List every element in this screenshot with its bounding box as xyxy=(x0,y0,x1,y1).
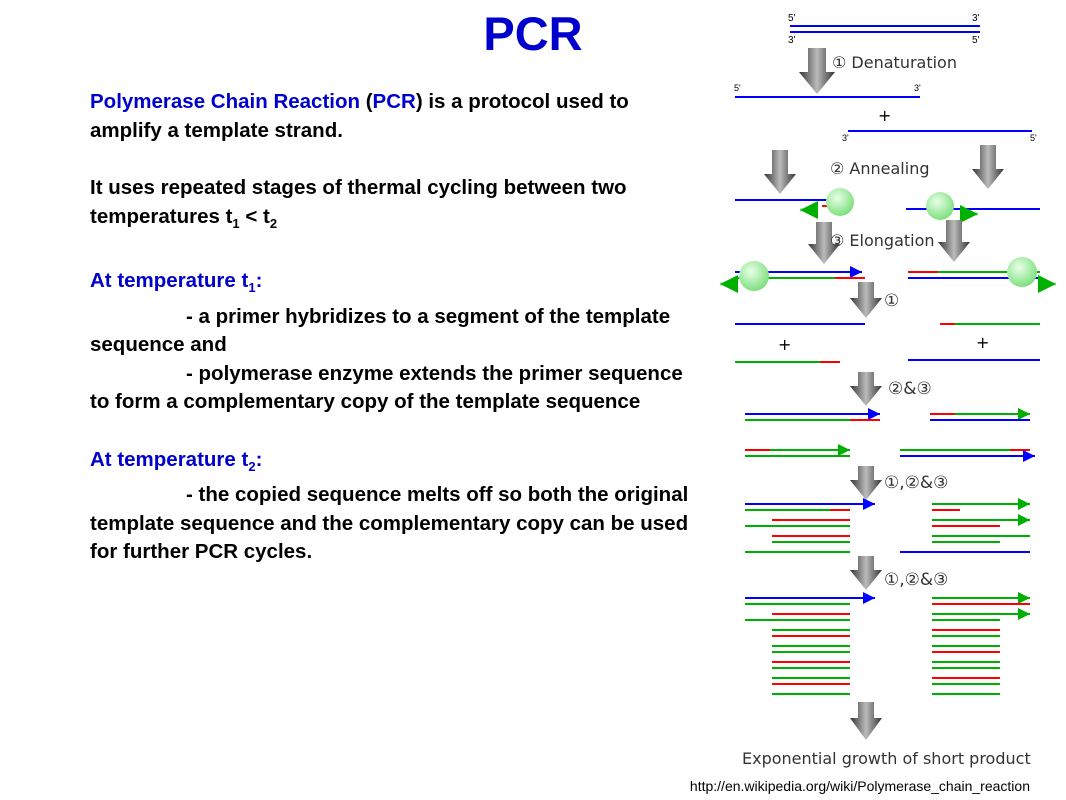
step-extend-text: - polymerase enzyme extends the primer s… xyxy=(90,361,683,414)
at-t2-subscript: 2 xyxy=(248,458,256,474)
label-5prime: 5' xyxy=(788,13,796,24)
label-3prime: 3' xyxy=(914,83,921,93)
cycling-paragraph: It uses repeated stages of thermal cycli… xyxy=(90,174,700,238)
pcr-full-name: Polymerase Chain Reaction xyxy=(90,90,361,113)
at-t1-subscript: 1 xyxy=(248,280,256,296)
pcr-diagram: 5' 3' 3' 5' ① Denaturation 5' 3' + 3' 5'… xyxy=(720,13,1056,768)
polymerase-icon xyxy=(926,192,954,220)
polymerase-icon xyxy=(826,188,854,216)
step-2-3-label: ②&③ xyxy=(888,379,932,399)
elongation-arrow-right xyxy=(938,220,970,262)
cycle1-strands: + + xyxy=(735,323,1040,363)
cycle-arrow xyxy=(850,282,882,318)
elongated-strands xyxy=(720,257,1056,293)
pcr-abbreviation: PCR xyxy=(372,90,416,113)
exponential-growth-label: Exponential growth of short product xyxy=(742,749,1031,768)
cycle-arrow xyxy=(850,556,882,590)
source-link[interactable]: http://en.wikipedia.org/wiki/Polymerase_… xyxy=(689,778,1030,794)
at-t2-colon: : xyxy=(255,447,263,471)
t2-subscript: 2 xyxy=(269,215,278,231)
label-5prime: 5' xyxy=(972,35,980,46)
annealed-strands xyxy=(735,188,1040,223)
cycle-arrow xyxy=(850,466,882,500)
at-t2-label: At temperature t xyxy=(90,447,249,471)
cycle-arrow xyxy=(850,372,882,406)
label-5prime: 5' xyxy=(734,83,741,93)
polymerase-icon xyxy=(739,261,769,291)
step-melt-text: - the copied sequence melts off so both … xyxy=(90,483,689,564)
t1-subscript: 1 xyxy=(232,215,240,231)
label-3prime: 3' xyxy=(972,13,980,24)
paren-open: ( xyxy=(360,90,373,113)
at-t1-heading: At temperature t1: xyxy=(90,267,700,303)
elongation-label: ③ Elongation xyxy=(830,231,935,250)
step-1-label: ① xyxy=(884,291,899,311)
plus-sign: + xyxy=(778,335,791,354)
step-hybridize-text: - a primer hybridizes to a segment of th… xyxy=(90,304,671,357)
step-1-2-3-label: ①,②&③ xyxy=(884,570,948,590)
step-melt: - the copied sequence melts off so both … xyxy=(90,481,700,567)
at-t1-label: At temperature t xyxy=(90,269,249,293)
denaturation-label: ① Denaturation xyxy=(832,53,957,72)
label-5prime: 5' xyxy=(1030,133,1037,143)
annealing-arrow-right xyxy=(972,145,1004,189)
label-3prime: 3' xyxy=(842,133,849,143)
cycle4-strands xyxy=(745,592,1030,695)
initial-double-strand: 5' 3' 3' 5' xyxy=(788,13,980,46)
label-3prime: 3' xyxy=(788,35,796,46)
at-t2-heading: At temperature t2: xyxy=(90,446,700,482)
polymerase-icon xyxy=(1007,257,1037,287)
slide-title: PCR xyxy=(483,7,583,60)
step-hybridize: - a primer hybridizes to a segment of th… xyxy=(90,303,700,360)
plus-sign: + xyxy=(878,106,891,125)
cycling-text: It uses repeated stages of thermal cycli… xyxy=(90,176,627,228)
intro-rest: ) is a protocol used to amplify a templa… xyxy=(90,90,629,142)
less-than-text: < t xyxy=(239,204,270,228)
final-arrow xyxy=(850,702,882,740)
step-extend: - polymerase enzyme extends the primer s… xyxy=(90,360,700,417)
step-1-2-3-label: ①,②&③ xyxy=(884,473,948,493)
separated-strands: 5' 3' + 3' 5' xyxy=(734,83,1037,143)
plus-sign: + xyxy=(976,333,989,352)
annealing-arrow-left xyxy=(764,150,796,194)
annealing-label: ② Annealing xyxy=(830,159,930,178)
slide-body: Polymerase Chain Reaction (PCR) is a pro… xyxy=(90,88,700,567)
at-t1-colon: : xyxy=(255,269,263,293)
intro-paragraph: Polymerase Chain Reaction (PCR) is a pro… xyxy=(90,88,700,145)
elongation-arrow-left xyxy=(808,222,840,264)
cycle2-strands xyxy=(745,408,1035,462)
cycle3-strands xyxy=(745,498,1030,553)
denaturation-arrow xyxy=(799,48,835,94)
